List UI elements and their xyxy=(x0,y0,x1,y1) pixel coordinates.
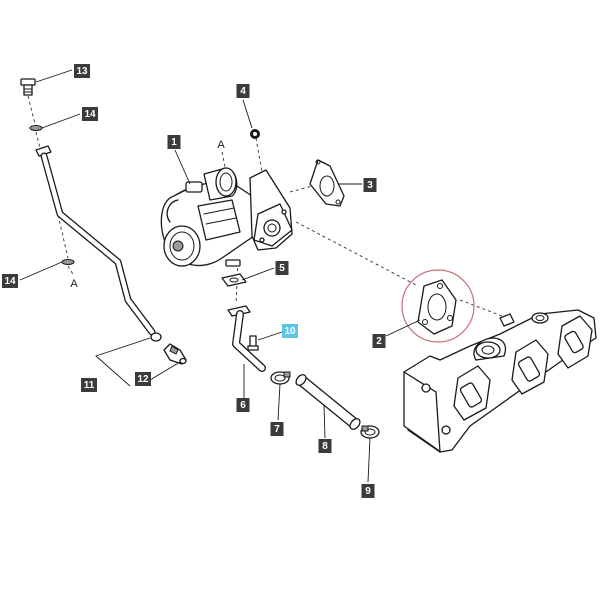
connector-labels: A A xyxy=(70,139,225,290)
part-1-turbocharger xyxy=(160,167,293,267)
part-13-banjo-bolt xyxy=(20,78,36,96)
connector-label-a-left: A xyxy=(70,278,78,290)
callout-6: 6 xyxy=(236,398,250,412)
part-7-hose-clamp xyxy=(270,371,291,385)
callout-9: 9 xyxy=(361,484,375,498)
part-14-washer-top xyxy=(29,125,43,131)
callout-box-11 xyxy=(81,378,97,392)
callout-number-3: 3 xyxy=(367,180,373,191)
callout-number-2: 2 xyxy=(376,336,382,347)
part-2-manifold-gasket xyxy=(401,269,475,343)
callout-box-13 xyxy=(74,64,90,78)
part-9-hose-clamp xyxy=(360,425,380,439)
leader-lines xyxy=(19,69,421,483)
callout-14a: 14 xyxy=(82,107,98,121)
callout-8: 8 xyxy=(318,439,332,453)
callout-number-11: 11 xyxy=(84,380,95,391)
callout-4: 4 xyxy=(236,84,250,98)
callout-number-8: 8 xyxy=(322,441,328,452)
highlight-circle xyxy=(401,269,475,343)
callout-number-1: 1 xyxy=(171,137,177,148)
part-6-oil-return-pipe xyxy=(227,305,266,372)
callout-box-9 xyxy=(361,484,375,498)
callout-box-4 xyxy=(236,84,250,98)
part-3-gasket xyxy=(309,159,345,207)
callout-box-14b xyxy=(2,274,18,288)
connector-label-a-top: A xyxy=(217,139,225,151)
exhaust-manifold xyxy=(403,309,597,453)
callout-13: 13 xyxy=(74,64,90,78)
callout-box-5 xyxy=(275,261,289,275)
part-5-gasket xyxy=(221,273,247,287)
callout-number-14a: 14 xyxy=(84,109,96,120)
callout-5: 5 xyxy=(275,261,289,275)
callout-number-6: 6 xyxy=(240,400,246,411)
callout-box-12 xyxy=(135,372,151,386)
part-12-union-fitting xyxy=(163,343,187,365)
callout-2: 2 xyxy=(372,334,386,348)
part-14-washer-bottom xyxy=(61,259,75,265)
part-10-bolt xyxy=(247,335,259,351)
callout-number-4: 4 xyxy=(240,86,246,97)
callout-12: 12 xyxy=(135,372,151,386)
callout-number-10: 10 xyxy=(284,326,296,337)
callout-box-3 xyxy=(363,178,377,192)
callout-number-7: 7 xyxy=(274,424,280,435)
callout-number-13: 13 xyxy=(76,66,88,77)
callout-10: 10 xyxy=(282,324,298,338)
callout-1: 1 xyxy=(167,135,181,149)
part-11-oil-feed-pipe xyxy=(35,145,162,342)
callout-7: 7 xyxy=(270,422,284,436)
callout-box-6 xyxy=(236,398,250,412)
part-8-hose xyxy=(295,374,361,430)
callout-number-12: 12 xyxy=(137,374,149,385)
callout-11: 11 xyxy=(81,378,97,392)
callout-box-8 xyxy=(318,439,332,453)
callout-3: 3 xyxy=(363,178,377,192)
callout-box-14a xyxy=(82,107,98,121)
callout-box-1 xyxy=(167,135,181,149)
callout-box-2 xyxy=(372,334,386,348)
callout-14b: 14 xyxy=(2,274,18,288)
callout-box-7 xyxy=(270,422,284,436)
assembly-dashed-lines xyxy=(27,95,503,317)
callout-number-5: 5 xyxy=(279,263,285,274)
callout-number-14b: 14 xyxy=(4,276,16,287)
callout-box-10 xyxy=(282,324,298,338)
callout-number-9: 9 xyxy=(365,486,371,497)
part-4-nut xyxy=(250,129,260,139)
